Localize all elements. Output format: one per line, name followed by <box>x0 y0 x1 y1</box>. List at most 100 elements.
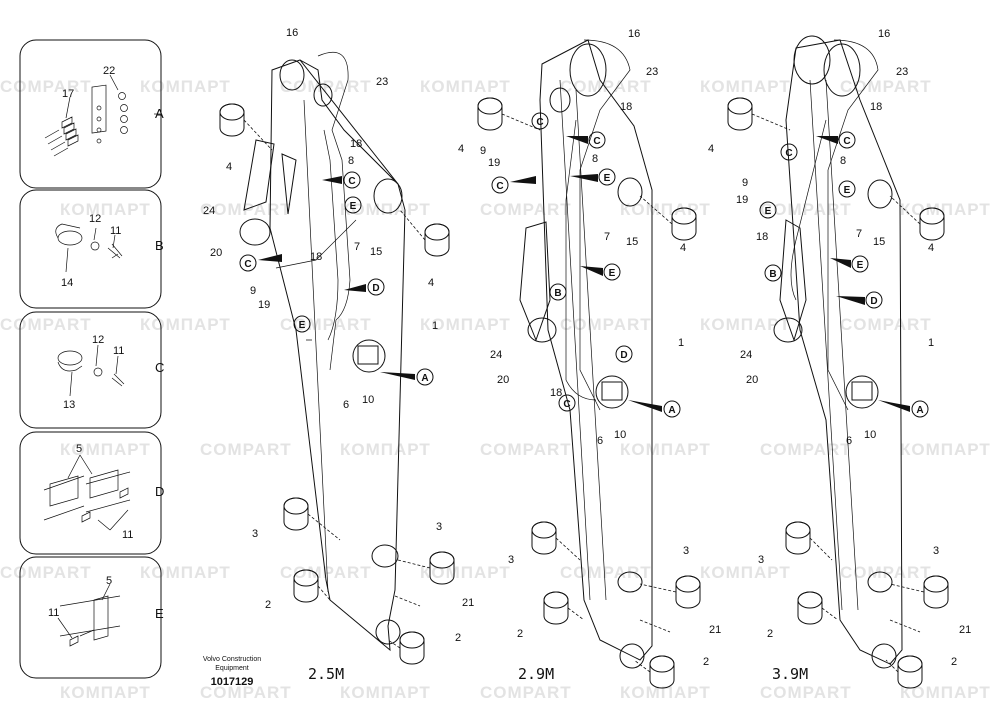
callout-16: 16 <box>628 28 640 40</box>
watermark-text: COMPART <box>480 683 572 702</box>
callout-14: 14 <box>61 277 73 289</box>
svg-text:A: A <box>668 405 675 416</box>
callout-16: 16 <box>286 27 298 39</box>
callout-15: 15 <box>626 236 638 248</box>
callout-3: 3 <box>683 545 689 557</box>
callout-circle-c: C <box>322 171 361 189</box>
callout-7: 7 <box>604 231 610 243</box>
callout-2: 2 <box>455 632 461 644</box>
watermark-text: COMPART <box>0 77 92 96</box>
callout-4: 4 <box>458 143 464 155</box>
callout-2: 2 <box>703 656 709 668</box>
watermark-text: COMPART <box>200 440 292 459</box>
watermark-text: COMPART <box>760 683 852 702</box>
watermark-text: КОМПАРТ <box>140 77 231 96</box>
svg-text:C: C <box>536 117 543 128</box>
callout-circle-c: C <box>531 112 549 130</box>
callout-20: 20 <box>210 247 222 259</box>
variant-label-2-9m: 2.9M <box>518 665 554 683</box>
callout-24: 24 <box>490 349 502 361</box>
callout-21: 21 <box>709 624 721 636</box>
callout-2: 2 <box>517 628 523 640</box>
callout-16: 16 <box>878 28 890 40</box>
callout-8: 8 <box>592 153 598 165</box>
callout-10: 10 <box>864 429 876 441</box>
callout-1: 1 <box>432 320 438 332</box>
callout-18: 18 <box>550 387 562 399</box>
callout-circle-a: A <box>628 400 681 418</box>
callout-15: 15 <box>873 236 885 248</box>
callout-18: 18 <box>756 231 768 243</box>
callout-3: 3 <box>758 554 764 566</box>
watermark-text: COMPART <box>280 315 372 334</box>
callout-10: 10 <box>362 394 374 406</box>
detail-letter-b: B <box>155 238 164 253</box>
callout-20: 20 <box>497 374 509 386</box>
watermark-text: КОМПАРТ <box>700 563 791 582</box>
callout-22: 22 <box>103 65 115 77</box>
callout-circle-c: C <box>816 131 856 149</box>
callout-circle-c: C <box>566 131 606 149</box>
watermark-text: КОМПАРТ <box>140 315 231 334</box>
watermark-text: КОМПАРТ <box>340 440 431 459</box>
callout-6: 6 <box>343 399 349 411</box>
callout-9: 9 <box>742 177 748 189</box>
callout-10: 10 <box>614 429 626 441</box>
callout-20: 20 <box>746 374 758 386</box>
callout-18: 18 <box>310 251 322 263</box>
doc-number: 1017129 <box>211 676 254 688</box>
watermark-text: КОМПАРТ <box>900 200 991 219</box>
watermark-text: COMPART <box>480 440 572 459</box>
callout-circle-e: E <box>830 255 869 273</box>
document-info: Volvo Construction Equipment 1017129 <box>203 656 261 688</box>
callout-21: 21 <box>959 624 971 636</box>
detail-letter-e: E <box>155 606 164 621</box>
callout-circle-a: A <box>380 368 434 386</box>
callout-19: 19 <box>258 299 270 311</box>
watermark-text: COMPART <box>760 440 852 459</box>
callout-12: 12 <box>92 334 104 346</box>
callout-circle-b: B <box>549 283 567 301</box>
callout-5: 5 <box>106 575 112 587</box>
watermark-text: COMPART <box>560 315 652 334</box>
callout-17: 17 <box>62 88 74 100</box>
svg-text:C: C <box>496 181 503 192</box>
svg-text:E: E <box>609 268 616 279</box>
callout-24: 24 <box>203 205 215 217</box>
callout-circle-e: E <box>759 201 777 219</box>
svg-text:D: D <box>620 350 627 361</box>
callout-4: 4 <box>708 143 714 155</box>
watermark-text: КОМПАРТ <box>420 77 511 96</box>
callout-7: 7 <box>856 228 862 240</box>
callout-11: 11 <box>48 607 59 619</box>
callout-7: 7 <box>354 241 360 253</box>
watermark-text: COMPART <box>560 563 652 582</box>
svg-text:A: A <box>916 405 923 416</box>
callout-11: 11 <box>122 529 133 541</box>
callout-4: 4 <box>428 277 434 289</box>
callout-23: 23 <box>376 76 388 88</box>
detail-letter-c: C <box>155 360 164 375</box>
callout-13: 13 <box>63 399 75 411</box>
callout-23: 23 <box>896 66 908 78</box>
svg-text:C: C <box>785 148 792 159</box>
svg-text:B: B <box>554 288 561 299</box>
callout-9: 9 <box>250 285 256 297</box>
watermark-text: КОМПАРТ <box>420 315 511 334</box>
callout-18: 18 <box>620 101 632 113</box>
callout-2: 2 <box>951 656 957 668</box>
watermark-text: COMPART <box>0 563 92 582</box>
svg-text:E: E <box>844 185 851 196</box>
callout-circle-d: D <box>615 345 633 363</box>
watermark-text: КОМПАРТ <box>620 440 711 459</box>
callout-1: 1 <box>678 337 684 349</box>
callout-4: 4 <box>928 242 934 254</box>
callout-8: 8 <box>840 155 846 167</box>
variant-label-2-5m: 2.5M <box>308 665 344 683</box>
watermark-text: COMPART <box>200 683 292 702</box>
watermark-text: КОМПАРТ <box>140 563 231 582</box>
variant-label-3-9m: 3.9M <box>772 665 808 683</box>
doc-company-line-1: Volvo Construction <box>203 656 261 663</box>
